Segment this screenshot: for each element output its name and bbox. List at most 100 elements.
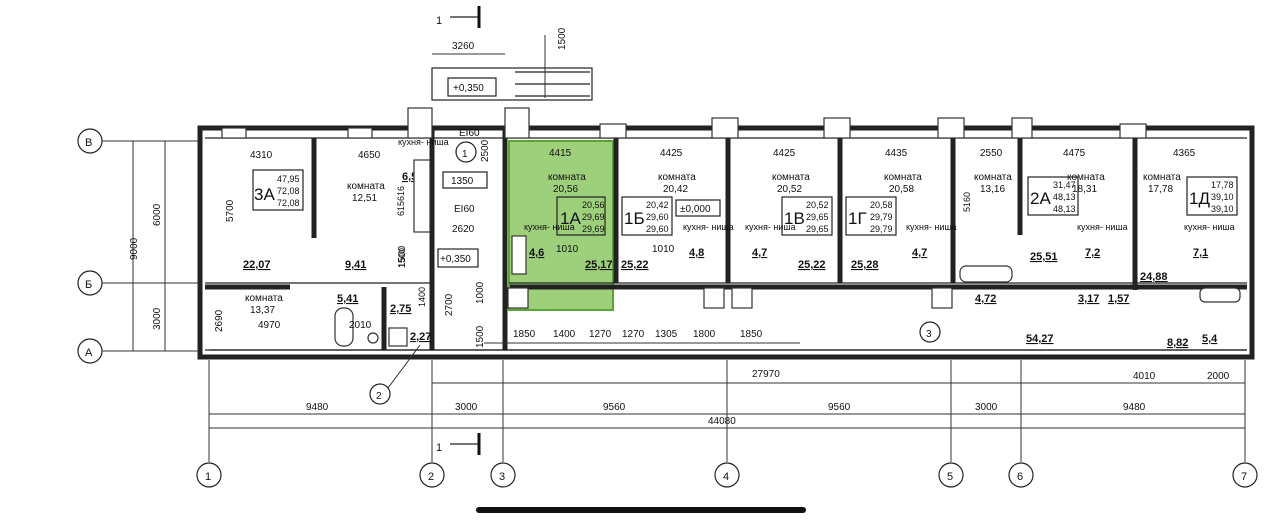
svg-text:9000: 9000 [129,237,140,260]
apartment-1v[interactable]: 4425 комната 20,52 1В 20,52 29,65 29,65 … [731,148,833,309]
apartment-1a-highlight[interactable] [508,140,614,311]
svg-text:комната: комната [1067,172,1105,183]
svg-text:1850: 1850 [513,329,536,340]
svg-text:1Б: 1Б [624,209,645,228]
svg-text:4,8: 4,8 [689,247,704,259]
svg-text:17,78: 17,78 [1148,184,1173,195]
svg-text:44080: 44080 [708,416,736,427]
svg-text:кухня- ниша: кухня- ниша [524,222,575,232]
svg-text:48,13: 48,13 [1053,192,1076,202]
svg-text:3: 3 [926,329,932,340]
svg-text:4475: 4475 [1063,148,1086,159]
apartment-1d[interactable]: 4365 комната 17,78 1Д 17,78 39,10 39,10 … [1140,148,1241,349]
svg-text:4310: 4310 [250,150,273,161]
apartment-3a[interactable]: 4310 5700 3А 47,95 72,08 72,08 22,07 465… [225,137,449,271]
svg-text:3000: 3000 [975,402,998,413]
svg-text:1270: 1270 [589,329,612,340]
svg-text:4365: 4365 [1173,148,1196,159]
apartment-1g[interactable]: 4435 комната 20,58 1Г 20,58 29,79 29,79 … [845,148,957,309]
svg-text:20,42: 20,42 [646,200,669,210]
wall-columns [221,107,1147,139]
stair-block: EI60 1 2500 1350 EI60 2620 +0,350 1500 2… [397,128,491,348]
svg-text:3000: 3000 [455,402,478,413]
svg-text:29,79: 29,79 [870,212,893,222]
svg-text:9560: 9560 [603,402,626,413]
svg-text:31,47: 31,47 [1053,180,1076,190]
svg-text:29,65: 29,65 [806,224,829,234]
svg-text:25,17: 25,17 [585,259,613,271]
svg-text:4: 4 [723,471,729,483]
svg-text:29,60: 29,60 [646,212,669,222]
svg-text:3,17: 3,17 [1078,293,1099,305]
svg-text:1В: 1В [784,209,805,228]
svg-text:4425: 4425 [660,148,683,159]
section-mark-top: 1 [436,6,481,28]
svg-text:5: 5 [947,471,953,483]
svg-text:27970: 27970 [752,369,780,380]
svg-text:Б: Б [85,279,92,291]
svg-text:2,27: 2,27 [410,331,431,343]
svg-text:2010: 2010 [349,320,372,331]
svg-text:5160: 5160 [962,192,972,212]
svg-text:20,58: 20,58 [870,200,893,210]
svg-text:4415: 4415 [549,148,572,159]
svg-text:22,07: 22,07 [243,259,271,271]
svg-text:1Г: 1Г [848,209,867,228]
svg-text:1800: 1800 [693,329,716,340]
svg-text:20,56: 20,56 [582,200,605,210]
svg-text:25,28: 25,28 [851,259,879,271]
svg-text:1350: 1350 [451,176,474,187]
svg-text:9480: 9480 [1123,402,1146,413]
svg-text:1500: 1500 [475,325,486,348]
svg-text:2,75: 2,75 [390,303,411,315]
svg-text:12,51: 12,51 [352,193,377,204]
column-axes: 1 2 3 4 5 6 7 [196,360,1258,488]
svg-text:комната: комната [772,172,810,183]
svg-text:1500: 1500 [557,27,568,50]
svg-text:EI60: EI60 [454,204,475,215]
svg-text:1: 1 [436,442,442,454]
svg-text:3000: 3000 [152,307,163,330]
svg-text:4970: 4970 [258,320,281,331]
home-indicator[interactable] [476,507,806,513]
svg-text:4,7: 4,7 [752,247,767,259]
apartment-2a[interactable]: 2550 комната 13,16 5160 4475 комната 18,… [959,148,1129,305]
svg-text:20,56: 20,56 [553,184,578,195]
svg-text:2700: 2700 [444,293,455,316]
svg-text:комната: комната [974,172,1012,183]
svg-text:комната: комната [245,293,283,304]
svg-text:кухня- ниша: кухня- ниша [398,137,449,147]
svg-text:3: 3 [499,471,505,483]
svg-text:29,79: 29,79 [870,224,893,234]
svg-text:7,2: 7,2 [1085,247,1100,259]
porch-dims: 3260 1500 +0,350 [431,27,593,101]
svg-text:комната: комната [548,172,586,183]
svg-text:1270: 1270 [622,329,645,340]
svg-text:кухня- ниша: кухня- ниша [1077,222,1128,232]
svg-text:1400: 1400 [417,287,427,307]
svg-text:1А: 1А [560,209,581,228]
svg-text:+0,350: +0,350 [440,254,471,265]
svg-text:±0,000: ±0,000 [680,204,711,215]
svg-text:1400: 1400 [553,329,576,340]
svg-text:9480: 9480 [306,402,329,413]
building-walls [197,125,1255,360]
svg-text:25,51: 25,51 [1030,251,1058,263]
svg-text:кухня- ниша: кухня- ниша [745,222,796,232]
svg-text:54,27: 54,27 [1026,333,1054,345]
svg-text:4435: 4435 [885,148,908,159]
apartment-1a[interactable]: 4415 комната 20,56 1А 20,56 29,69 29,69 … [507,148,613,309]
svg-text:29,69: 29,69 [582,212,605,222]
svg-text:25,22: 25,22 [621,259,649,271]
svg-text:1305: 1305 [655,329,678,340]
svg-text:25,22: 25,22 [798,259,826,271]
svg-text:комната: комната [658,172,696,183]
svg-text:1,57: 1,57 [1108,293,1129,305]
svg-text:1: 1 [462,149,468,160]
ground-room-left[interactable]: комната 13,37 2690 4970 5,41 2010 2,75 1… [214,287,431,347]
svg-text:72,08: 72,08 [277,186,300,196]
common-corridor: 54,27 3 2 [369,321,1054,405]
apartment-1b[interactable]: 4425 комната 20,42 1Б 20,42 29,60 29,60 … [621,148,734,309]
svg-text:комната: комната [347,181,385,192]
